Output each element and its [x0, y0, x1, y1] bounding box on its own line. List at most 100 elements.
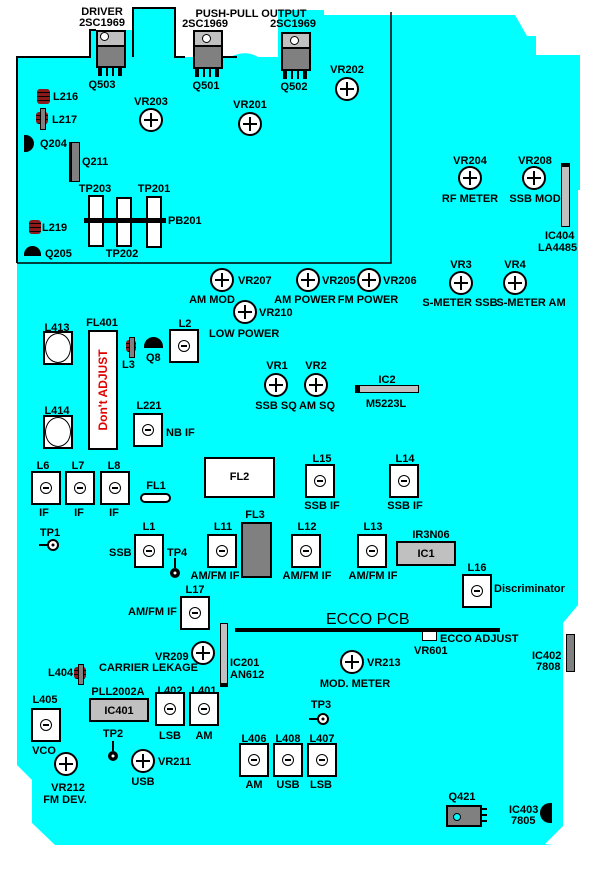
- l16-coil[interactable]: [462, 574, 492, 608]
- l6-coil[interactable]: [31, 471, 61, 505]
- l216-label: L216: [53, 91, 79, 103]
- l8-coil[interactable]: [100, 471, 130, 505]
- l7-function: IF: [74, 507, 84, 519]
- vr3-trimmer[interactable]: [449, 271, 473, 295]
- ic403-regulator-icon: [540, 803, 552, 823]
- l16-label: L16: [467, 562, 487, 574]
- l408-coil[interactable]: [273, 743, 303, 777]
- q501-part-label: 2SC1969: [182, 18, 228, 30]
- l8-label: L8: [107, 460, 121, 472]
- ic403-label: IC403: [509, 804, 539, 816]
- vr212-label: VR212: [51, 782, 85, 794]
- driver-part-label: 2SC1969: [79, 17, 125, 29]
- q421-pin: [482, 820, 487, 822]
- l12-coil[interactable]: [291, 534, 321, 568]
- vr201-label: VR201: [233, 99, 267, 111]
- l11-coil[interactable]: [207, 534, 237, 568]
- vr206-trimmer[interactable]: [357, 268, 381, 292]
- tp1-icon[interactable]: [38, 537, 62, 553]
- tp4-icon[interactable]: [168, 557, 182, 581]
- l402-coil[interactable]: [155, 692, 185, 726]
- l1-function: SSB: [109, 547, 132, 559]
- q503-label: Q503: [88, 79, 116, 91]
- l401-coil[interactable]: [189, 692, 219, 726]
- tp3-label: TP3: [310, 699, 332, 711]
- l17-coil[interactable]: [180, 596, 210, 630]
- vr201-trimmer[interactable]: [238, 112, 262, 136]
- ecco-pcb-title: ECCO PCB: [326, 611, 410, 628]
- vr202-trimmer[interactable]: [335, 77, 359, 101]
- vr213-trimmer[interactable]: [340, 650, 364, 674]
- vr204-trimmer[interactable]: [458, 166, 482, 190]
- l13-coil[interactable]: [357, 534, 387, 568]
- vr212-trimmer[interactable]: [54, 752, 78, 776]
- l11-function: AM/FM IF: [190, 570, 240, 582]
- tp202-label: TP202: [105, 248, 139, 260]
- q502-part-label: 2SC1969: [270, 18, 316, 30]
- vr213-function: MOD. METER: [319, 678, 391, 690]
- vr4-label: VR4: [504, 259, 526, 271]
- l219-label: L219: [42, 222, 68, 234]
- l217-core-icon: [40, 108, 46, 130]
- vr205-trimmer[interactable]: [296, 268, 320, 292]
- ic201-chip: [220, 623, 228, 687]
- vr203-trimmer[interactable]: [139, 108, 163, 132]
- vr205-function: AM POWER: [274, 294, 336, 306]
- l405-coil[interactable]: [31, 708, 61, 742]
- vr601-trimmer[interactable]: [422, 632, 437, 641]
- tp2-label: TP2: [102, 728, 124, 740]
- tp2-icon[interactable]: [106, 740, 120, 764]
- l14-coil[interactable]: [389, 464, 419, 498]
- ic1-part-label: IR3N06: [412, 529, 450, 541]
- q421-pin: [482, 814, 487, 816]
- l221-label: L221: [136, 400, 162, 412]
- vr209-function: CARRIER LEKAGE: [99, 662, 199, 674]
- vr207-trimmer[interactable]: [210, 268, 234, 292]
- ic401-label: IC401: [104, 705, 134, 717]
- q205-label: Q205: [45, 248, 72, 260]
- board-edge-2: [132, 7, 185, 58]
- vr209-trimmer[interactable]: [191, 641, 215, 665]
- l414-coil[interactable]: [43, 415, 73, 449]
- ic404-chip: [561, 163, 570, 227]
- q421-label: Q421: [448, 791, 476, 803]
- l406-label: L406: [241, 733, 267, 745]
- q501-label: Q501: [192, 80, 220, 92]
- l406-function: AM: [245, 779, 263, 791]
- l405-label: L405: [32, 694, 58, 706]
- l15-coil[interactable]: [305, 464, 335, 498]
- l407-coil[interactable]: [307, 743, 337, 777]
- fl401-filter: Don't ADJUST: [88, 330, 118, 450]
- l406-coil[interactable]: [239, 743, 269, 777]
- l12-function: AM/FM IF: [282, 570, 332, 582]
- vr2-label: VR2: [305, 360, 327, 372]
- vr3-function: S-METER SSB: [422, 297, 498, 309]
- l413-coil[interactable]: [43, 331, 73, 365]
- vr1-trimmer[interactable]: [264, 373, 288, 397]
- vr209-label: VR209: [155, 651, 189, 663]
- l414-label: L414: [44, 405, 70, 417]
- l2-coil[interactable]: [169, 329, 199, 363]
- l221-coil[interactable]: [133, 413, 163, 447]
- tp3-icon[interactable]: [308, 711, 332, 727]
- vr205-label: VR205: [322, 275, 356, 287]
- vr206-function: FM POWER: [337, 294, 399, 306]
- q8-label: Q8: [146, 352, 161, 364]
- vr208-trimmer[interactable]: [522, 166, 546, 190]
- l404-label: L404: [48, 667, 74, 679]
- vr210-trimmer[interactable]: [233, 300, 257, 324]
- l1-coil[interactable]: [134, 534, 164, 568]
- l15-label: L15: [312, 453, 332, 465]
- ic2-part-label: M5223L: [365, 398, 407, 410]
- q501-package: [193, 28, 223, 88]
- vr4-trimmer[interactable]: [503, 271, 527, 295]
- l7-coil[interactable]: [65, 471, 95, 505]
- vr212-function: FM DEV.: [43, 794, 87, 806]
- l1-label: L1: [142, 521, 156, 533]
- vr203-label: VR203: [134, 96, 168, 108]
- vr2-trimmer[interactable]: [304, 373, 328, 397]
- vr213-label: VR213: [367, 657, 401, 669]
- ecco-adjust-label: ECCO ADJUST: [440, 633, 519, 645]
- fl3-filter: [241, 522, 272, 578]
- vr211-trimmer[interactable]: [131, 749, 155, 773]
